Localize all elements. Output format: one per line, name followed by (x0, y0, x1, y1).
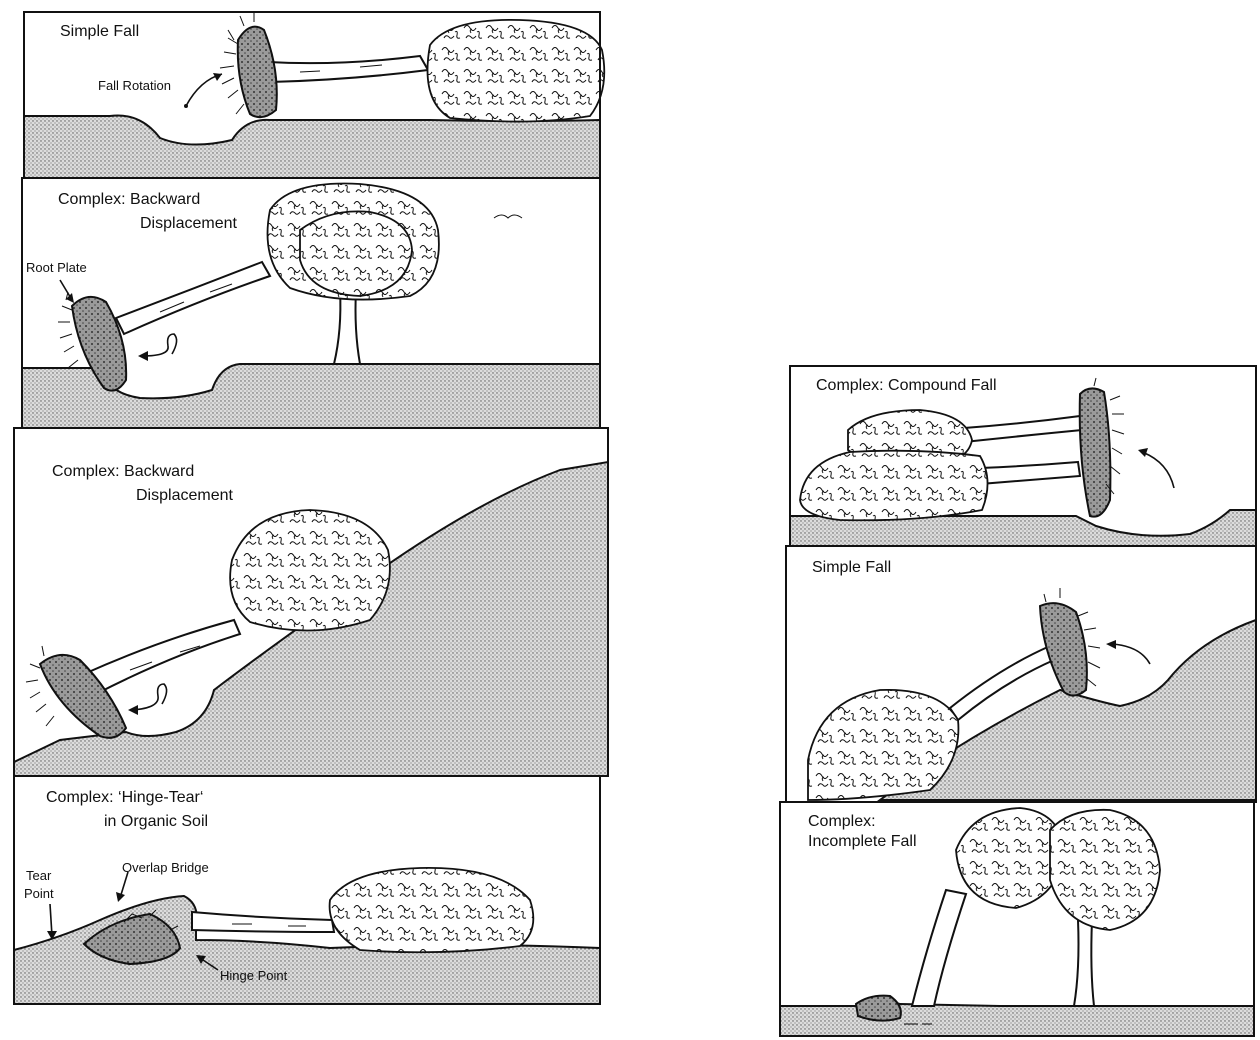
trunk (84, 620, 240, 694)
fall-arrow (1112, 644, 1150, 664)
root-plate (1040, 603, 1087, 695)
root-plate-label: Root Plate (26, 260, 87, 275)
panel-left-backward-displacement-flat: Complex: Backward Displacement Root Plat… (22, 178, 600, 428)
fall-rotation-label: Fall Rotation (98, 78, 171, 93)
fall-arrow (1142, 452, 1174, 488)
root-plate (238, 27, 277, 118)
leaning-trunk (912, 890, 966, 1006)
buried-root-plate (856, 996, 901, 1021)
trunk (192, 912, 334, 932)
panel-left-hinge-tear: Complex: ‘Hinge-Tear‘ in Organic Soil Te… (14, 776, 600, 1004)
tree-crown (428, 20, 605, 122)
panel-left-simple-fall: Simple Fall Fall Rotation (24, 12, 604, 178)
ground (780, 1000, 1254, 1036)
standing-tree-crown (300, 211, 412, 296)
panel-right-compound-fall: Complex: Compound Fall (790, 366, 1256, 546)
panel-title: Simple Fall (60, 23, 139, 40)
panel-title-line1: Complex: (808, 813, 876, 830)
root-plate (1080, 388, 1111, 516)
panel-title: Complex: Compound Fall (816, 377, 997, 394)
ground (24, 115, 600, 178)
panel-title-line2: Incomplete Fall (808, 833, 917, 850)
right-column: Complex: Compound Fall Simple Fall Compl… (780, 366, 1256, 1036)
lower-crown (800, 451, 988, 521)
standing-tree-trunk (334, 290, 360, 364)
panel-title-line1: Complex: Backward (52, 463, 194, 480)
panel-title-line2: Displacement (140, 215, 237, 232)
leaning-crown (956, 808, 1064, 908)
tear-point-label-line1: Tear (26, 868, 52, 883)
upright-trunk (1074, 920, 1094, 1006)
trunk (268, 56, 428, 82)
panel-title-line2: in Organic Soil (104, 813, 208, 830)
hinge-point-label: Hinge Point (220, 968, 288, 983)
panel-title: Simple Fall (812, 559, 891, 576)
panel-title-line2: Displacement (136, 487, 233, 504)
lower-trunk (980, 462, 1080, 484)
panel-right-simple-fall: Simple Fall (786, 546, 1256, 802)
tree-crown (330, 868, 534, 952)
tree-crown (230, 510, 390, 631)
upper-trunk (964, 416, 1082, 442)
left-column: Simple Fall Fall Rotation Complex: Backw… (14, 12, 608, 1004)
tree-crown (808, 690, 958, 800)
bird-icon (494, 215, 522, 218)
tear-point-label-line2: Point (24, 886, 54, 901)
panel-left-backward-displacement-slope: Complex: Backward Displacement (14, 428, 608, 776)
upright-crown (1050, 810, 1160, 930)
panel-title-line1: Complex: Backward (58, 191, 200, 208)
trunk (116, 262, 270, 334)
panel-title-line1: Complex: ‘Hinge-Tear‘ (46, 789, 203, 806)
overlap-bridge-label: Overlap Bridge (122, 860, 209, 875)
panel-right-incomplete-fall: Complex: Incomplete Fall (780, 802, 1254, 1036)
